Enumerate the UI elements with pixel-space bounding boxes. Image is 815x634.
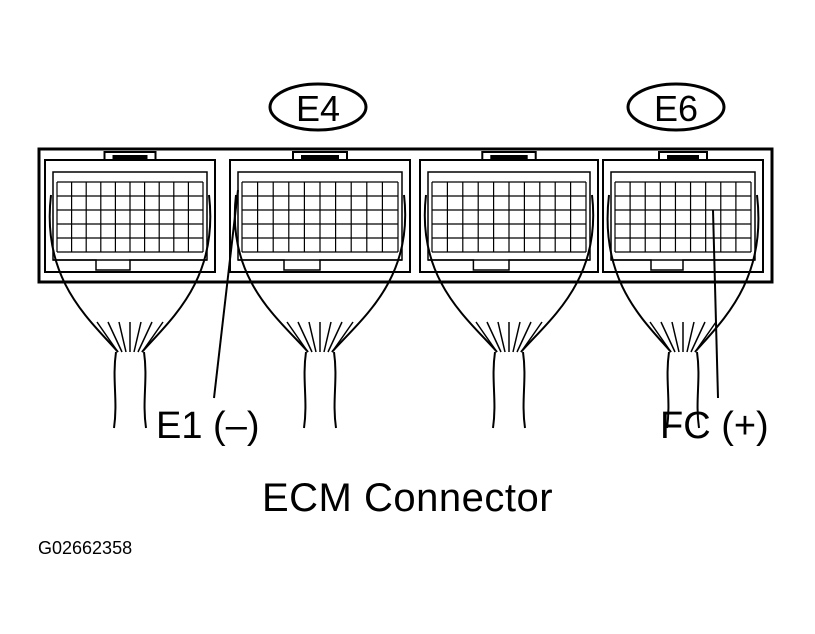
pointer-line-e1 (213, 189, 239, 399)
pointer-line-fc (712, 209, 719, 399)
connector-block-1 (44, 151, 216, 273)
connector-label-e6: E6 (626, 82, 726, 132)
figure-id: G02662358 (38, 538, 133, 558)
connector-block-2 (229, 151, 411, 273)
ecm-housing (37, 147, 774, 284)
pin-label-e1: E1 (–) (156, 405, 260, 447)
wire-harnesses (48, 194, 760, 429)
connector-label-e4: E4 (268, 82, 368, 132)
connector-label-e4-text: E4 (296, 88, 340, 129)
connector-block-4 (602, 151, 764, 273)
wire-harness-1 (48, 194, 212, 429)
wire-harness-2 (233, 194, 407, 429)
wire-harness-4 (606, 194, 760, 429)
pin-label-fc: FC (+) (660, 405, 769, 447)
diagram-caption: ECM Connector (261, 476, 554, 520)
connector-label-e6-text: E6 (654, 88, 698, 129)
wire-harness-3 (423, 194, 595, 429)
connector-block-3 (419, 151, 599, 273)
connector-blocks (44, 151, 764, 273)
